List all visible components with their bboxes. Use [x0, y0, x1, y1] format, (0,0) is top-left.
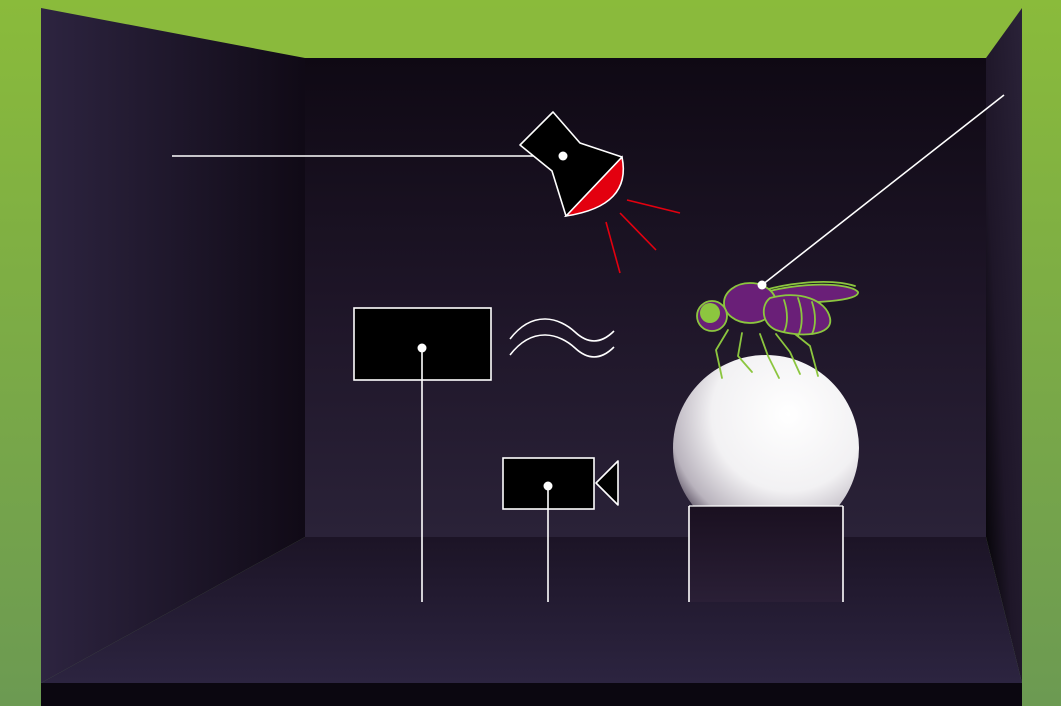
display-screen [353, 307, 492, 602]
base-strip [41, 683, 1022, 706]
video-camera-icon [502, 457, 619, 602]
light-ray [619, 212, 657, 251]
lamp-body [519, 111, 623, 217]
sound-waves-icon [509, 318, 615, 358]
treadmill-ball [673, 355, 859, 602]
right-wall [986, 8, 1022, 683]
ceiling-strip [41, 8, 1022, 58]
light-ray [626, 199, 681, 214]
left-wall [41, 8, 305, 683]
spotlight-icon [172, 111, 681, 274]
light-ray [605, 221, 621, 274]
fruit-fly [696, 280, 859, 379]
back-wall [305, 58, 986, 537]
ball-stand [689, 506, 843, 602]
lamp-pointer-dot [558, 151, 568, 161]
fly-pointer-line [761, 94, 1005, 286]
